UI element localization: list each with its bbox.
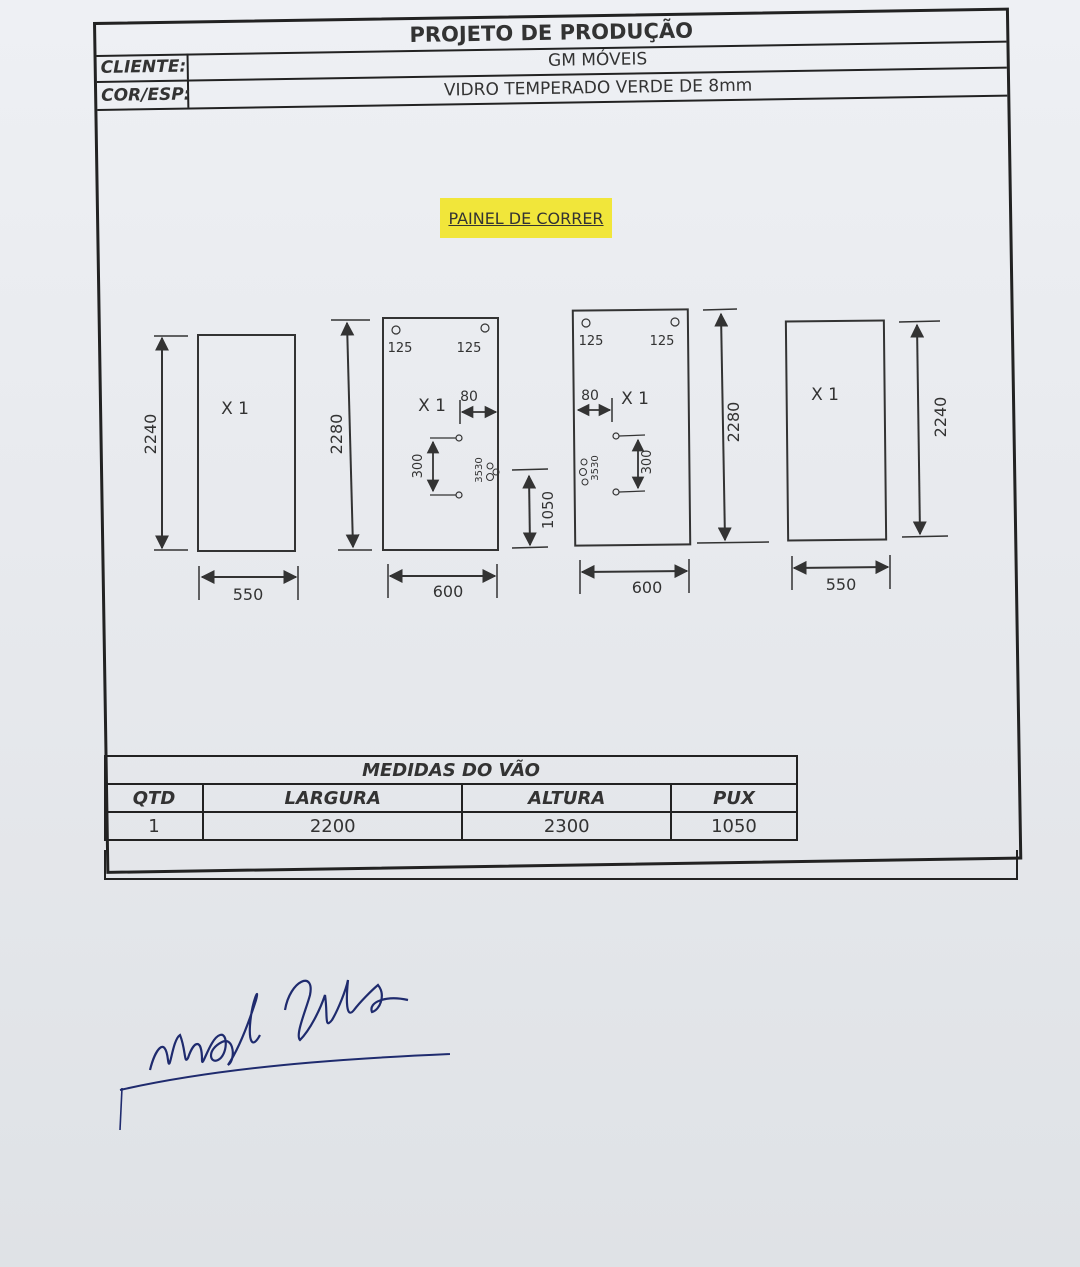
panel-2-handle-height-tick-bottom bbox=[511, 546, 549, 549]
panel-2-edge-offset-label: 80 bbox=[460, 389, 478, 405]
panel-2-height-label: 2280 bbox=[327, 414, 346, 455]
panel-4-outline bbox=[784, 319, 888, 542]
panel-3-hole-right-label: 125 bbox=[650, 334, 675, 349]
panel-2-qty: X 1 bbox=[418, 396, 446, 416]
panel-3-width-arrow bbox=[580, 564, 689, 579]
panel-1: X 1 2240 550 bbox=[141, 334, 299, 604]
header-altura: ALTURA bbox=[461, 783, 672, 813]
panel-3-outline bbox=[571, 308, 692, 547]
panel-2-handle-hole-label: 3530 bbox=[474, 457, 485, 482]
panel-1-qty: X 1 bbox=[221, 399, 249, 419]
panel-3-handle-bottom-line bbox=[618, 490, 646, 493]
panel-3-edge-offset-label: 80 bbox=[581, 388, 599, 404]
panel-3-handle-spacing-label: 300 bbox=[640, 450, 655, 475]
cell-largura: 2200 bbox=[201, 811, 464, 841]
panel-3-hole-top-left bbox=[581, 318, 591, 328]
panel-2-handle-height-label: 1050 bbox=[539, 491, 557, 529]
panel-1-height-label: 2240 bbox=[141, 414, 160, 455]
signature bbox=[119, 979, 450, 1131]
panel-3-handle-hole-label: 3530 bbox=[590, 455, 601, 480]
panel-4: X 1 2240 550 bbox=[784, 319, 950, 594]
panel-2: 125 125 X 1 80 300 3530 2280 600 bbox=[327, 317, 557, 601]
panel-1-outline bbox=[197, 334, 296, 552]
panel-3-small-hole-c bbox=[581, 478, 589, 486]
panel-2-hole-top-left bbox=[391, 325, 401, 335]
panel-3-handle-hole-top bbox=[612, 432, 620, 440]
panel-4-height-label: 2240 bbox=[931, 397, 950, 438]
panel-3-hole-left-label: 125 bbox=[579, 334, 604, 349]
panel-3: 125 125 80 X 1 300 3530 2280 600 bbox=[571, 308, 770, 597]
panel-2-handle-height-arrow bbox=[522, 474, 537, 547]
panel-2-hole-right-label: 125 bbox=[457, 341, 482, 356]
panel-3-handle-hole-bottom bbox=[612, 488, 620, 496]
cell-pux: 1050 bbox=[669, 811, 799, 841]
panel-2-small-hole-b bbox=[486, 473, 494, 481]
panel-3-small-hole-a bbox=[580, 458, 588, 466]
panel-3-height-arrow bbox=[714, 312, 732, 542]
panel-3-hole-top-right bbox=[670, 317, 680, 327]
panel-4-width-arrow bbox=[792, 560, 890, 575]
cell-qty: 1 bbox=[104, 811, 204, 841]
header-qty: QTD bbox=[104, 783, 204, 813]
panel-3-height-tick-bottom bbox=[696, 541, 770, 544]
panel-2-small-hole-a bbox=[486, 462, 494, 470]
panel-3-height-tick-top bbox=[702, 308, 738, 311]
cell-altura: 2300 bbox=[461, 811, 672, 841]
panel-3-width-label: 600 bbox=[632, 578, 663, 597]
panel-4-height-tick-top bbox=[898, 320, 941, 323]
section-badge: PAINEL DE CORRER bbox=[440, 198, 612, 238]
panel-2-handle-hole-top bbox=[455, 434, 463, 442]
panel-2-small-hole-c bbox=[492, 468, 500, 476]
header-largura: LARGURA bbox=[201, 783, 464, 813]
panel-4-qty: X 1 bbox=[811, 385, 839, 405]
panel-2-handle-height-tick-top bbox=[511, 468, 549, 471]
panel-2-handle-hole-bottom bbox=[455, 491, 463, 499]
panel-2-hole-top-right bbox=[480, 323, 490, 333]
panel-3-small-hole-b bbox=[579, 468, 587, 476]
measurements-title: MEDIDAS DO VÃO bbox=[104, 755, 798, 785]
panel-1-width-label: 550 bbox=[233, 585, 264, 604]
panel-3-handle-top-line bbox=[618, 434, 646, 437]
panel-2-height-arrow bbox=[340, 321, 360, 549]
panel-4-height-tick-bottom bbox=[901, 535, 949, 538]
panel-2-hole-left-label: 125 bbox=[388, 341, 413, 356]
panel-2-handle-spacing-label: 300 bbox=[411, 454, 426, 479]
panel-2-outline bbox=[382, 317, 499, 551]
measurements-table: MEDIDAS DO VÃO QTD LARGURA ALTURA PUX 1 … bbox=[104, 755, 799, 841]
panel-4-width-label: 550 bbox=[826, 575, 857, 594]
sheet-bottom-band bbox=[104, 850, 1018, 880]
panel-3-qty: X 1 bbox=[621, 389, 649, 409]
header-pux: PUX bbox=[669, 783, 799, 813]
panel-2-width-label: 600 bbox=[433, 582, 464, 601]
panel-3-height-label: 2280 bbox=[724, 402, 743, 443]
panel-4-height-arrow bbox=[910, 323, 927, 536]
